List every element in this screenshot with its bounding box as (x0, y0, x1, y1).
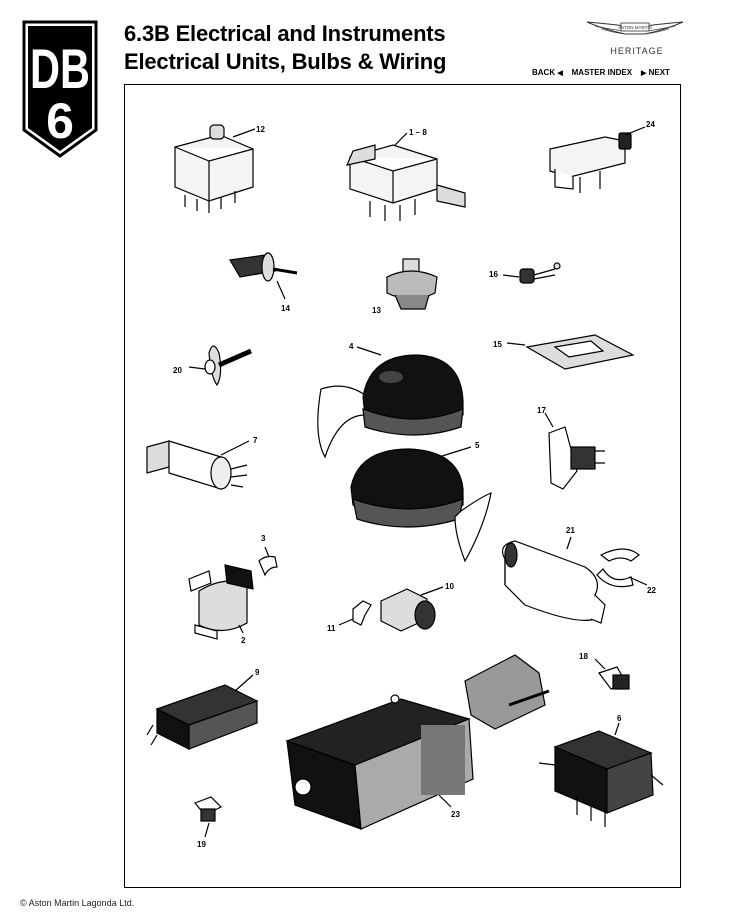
part-24-switch (549, 132, 632, 193)
callout-1-8: 1 – 8 (409, 128, 427, 137)
back-label: BACK (532, 68, 556, 77)
callout-14: 14 (281, 304, 290, 313)
next-arrow-icon: ▶ (640, 70, 647, 77)
part-7-coil (146, 440, 248, 490)
part-14-switch (229, 252, 298, 282)
part-15-plate (525, 334, 635, 370)
part-21-coil (502, 540, 606, 624)
exploded-parts-diagram-frame: 12 1 – 8 24 14 13 16 20 4 15 7 17 5 3 21… (124, 84, 681, 888)
callout-9: 9 (255, 668, 260, 677)
callout-20: 20 (173, 366, 182, 375)
callout-5: 5 (475, 441, 480, 450)
callout-19: 19 (197, 840, 206, 849)
logo-6-text: 6 (46, 93, 74, 149)
part-16-bulb (519, 262, 561, 284)
callout-10: 10 (445, 582, 454, 591)
part-20-bulb-holder (204, 345, 253, 387)
aston-martin-wings-logo: ASTON MARTIN (586, 21, 684, 35)
nav-bar: BACK ◀ MASTER INDEX ▶ NEXT (532, 68, 670, 77)
callout-23: 23 (451, 810, 460, 819)
logo-db-text: DB (30, 37, 90, 100)
part-17-bulb-holder (548, 426, 605, 490)
part-19-switch (193, 796, 223, 822)
db6-logo: DB 6 (22, 20, 98, 158)
callout-15: 15 (493, 340, 502, 349)
master-index-link[interactable]: MASTER INDEX (571, 68, 633, 77)
callout-21: 21 (566, 526, 575, 535)
brand-name: ASTON MARTIN (618, 25, 652, 30)
callout-24: 24 (646, 120, 655, 129)
part-9-fuse-box (146, 684, 259, 750)
part-12-relay (174, 124, 254, 213)
callout-2: 2 (241, 636, 246, 645)
part-3-connector (258, 555, 278, 577)
part-18-switch (598, 666, 630, 690)
part-10-switch (380, 588, 436, 632)
back-link[interactable]: BACK ◀ (532, 68, 563, 77)
part-23-wiper-motor (285, 654, 550, 830)
callout-11: 11 (327, 624, 336, 633)
callout-17: 17 (537, 406, 546, 415)
heritage-label: HERITAGE (610, 46, 664, 56)
title-line-2: Electrical Units, Bulbs & Wiring (124, 49, 447, 74)
back-arrow-icon: ◀ (557, 70, 563, 77)
part-6-regulator (538, 730, 664, 827)
next-label: NEXT (648, 68, 670, 77)
callout-3: 3 (261, 534, 266, 543)
callout-12: 12 (256, 125, 265, 134)
callout-4: 4 (349, 342, 354, 351)
callout-6: 6 (617, 714, 622, 723)
callout-18: 18 (579, 652, 588, 661)
exploded-parts-diagram: 12 1 – 8 24 14 13 16 20 4 15 7 17 5 3 21… (146, 120, 664, 849)
callout-7: 7 (253, 436, 258, 445)
part-5-horn (350, 448, 492, 563)
title-line-1: 6.3B Electrical and Instruments (124, 21, 446, 46)
callout-22: 22 (647, 586, 656, 595)
part-2-solenoid (188, 564, 254, 640)
callout-13: 13 (372, 306, 381, 315)
part-1-8-relay (345, 144, 466, 221)
callout-16: 16 (489, 270, 498, 279)
page-title: 6.3B Electrical and Instruments Electric… (124, 20, 446, 76)
part-11-connector (352, 600, 372, 626)
next-link[interactable]: ▶ NEXT (641, 68, 670, 77)
part-4-horn (317, 354, 464, 459)
copyright-footer: © Aston Martin Lagonda Ltd. (20, 898, 135, 908)
part-13-push-switch (386, 258, 438, 310)
part-22-clamp (596, 548, 640, 588)
